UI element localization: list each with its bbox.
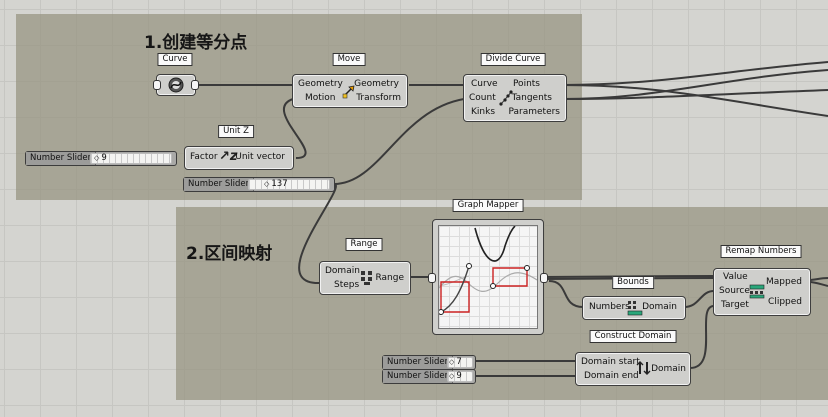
construct-domain-icon <box>636 361 651 375</box>
curve-label: Curve <box>157 53 193 66</box>
graph-mapper-label: Graph Mapper <box>452 199 524 212</box>
divide-curve-label: Divide Curve <box>480 53 546 66</box>
graph-handle <box>439 309 444 315</box>
output-grip[interactable] <box>540 273 548 283</box>
move-label: Move <box>332 53 366 66</box>
unit-z-input-factor[interactable]: Factor <box>190 152 218 162</box>
divide-curve-icon <box>499 90 513 106</box>
slider-value[interactable]: 137 <box>264 178 287 191</box>
group-title: 2.区间映射 <box>186 244 273 264</box>
number-slider-end[interactable]: Number Slider 9 <box>382 369 476 384</box>
graph-handle <box>466 263 472 269</box>
slider-track[interactable] <box>90 153 172 164</box>
remap-input-source[interactable]: Source <box>719 286 750 296</box>
slider-track[interactable] <box>248 179 330 190</box>
wire <box>808 277 828 281</box>
slider-name: Number Slider <box>383 370 454 383</box>
graph-mapped-curve <box>440 265 470 313</box>
remap-icon <box>749 284 765 299</box>
wire <box>561 84 828 117</box>
wire <box>283 98 307 159</box>
construct-input-end[interactable]: Domain end <box>584 371 639 381</box>
graph-mapper-curves <box>439 226 537 315</box>
divide-output-parameters[interactable]: Parameters <box>508 107 560 117</box>
range-input-steps[interactable]: Steps <box>334 280 360 290</box>
wire <box>561 61 828 86</box>
slider-name: Number Slider <box>184 178 255 191</box>
divide-input-curve[interactable]: Curve <box>471 79 498 89</box>
remap-input-target[interactable]: Target <box>721 300 749 310</box>
wire <box>683 290 715 308</box>
move-icon <box>342 85 355 99</box>
unit-z-output-vector[interactable]: Unit vector <box>235 152 285 162</box>
remap-numbers-label: Remap Numbers <box>720 245 802 258</box>
remap-output-clipped[interactable]: Clipped <box>768 297 802 307</box>
graph-mapper-component[interactable] <box>428 219 548 335</box>
divide-input-kinks[interactable]: Kinks <box>471 107 496 117</box>
slider-name: Number Slider <box>383 356 454 369</box>
construct-input-start[interactable]: Domain start <box>581 357 640 367</box>
wire <box>298 183 337 285</box>
construct-output-domain[interactable]: Domain <box>651 364 686 374</box>
number-slider-start[interactable]: Number Slider 7 <box>382 355 476 370</box>
move-output-transform[interactable]: Transform <box>356 93 401 103</box>
number-slider-factor[interactable]: Number Slider 9 <box>25 151 177 166</box>
range-input-domain[interactable]: Domain <box>325 266 360 276</box>
graph-curve-sine <box>439 272 537 292</box>
curve-param-icon <box>168 77 184 93</box>
graph-handle <box>490 283 496 289</box>
divide-input-count[interactable]: Count <box>469 93 496 103</box>
range-component[interactable]: Domain Steps Range <box>319 261 411 295</box>
wire <box>808 281 828 287</box>
slider-value[interactable]: 9 <box>449 370 461 383</box>
unit-z-component[interactable]: Factor ↗z Unit vector <box>184 146 294 170</box>
graph-curve-parabola <box>474 226 516 262</box>
unit-z-icon: ↗z <box>219 149 238 164</box>
range-output-range[interactable]: Range <box>375 273 404 283</box>
input-grip[interactable] <box>153 80 161 90</box>
output-grip[interactable] <box>191 80 199 90</box>
range-icon <box>361 271 372 285</box>
construct-domain-label: Construct Domain <box>589 330 677 343</box>
move-component[interactable]: Geometry Motion Geometry Transform <box>292 74 408 108</box>
slider-name: Number Slider <box>26 152 97 165</box>
graph-handle-rect <box>440 281 470 313</box>
wire <box>333 98 465 185</box>
divide-output-tangents[interactable]: Tangents <box>511 93 552 103</box>
graph-handle <box>524 265 530 271</box>
bounds-output-domain[interactable]: Domain <box>642 302 677 312</box>
bounds-label: Bounds <box>612 276 654 289</box>
move-input-motion[interactable]: Motion <box>305 93 336 103</box>
wire <box>561 89 828 100</box>
graph-curve-ghost <box>439 275 470 287</box>
wire <box>689 305 715 369</box>
divide-output-points[interactable]: Points <box>512 79 540 89</box>
move-output-geometry[interactable]: Geometry <box>354 79 399 89</box>
input-grip[interactable] <box>428 273 436 283</box>
bounds-icon <box>627 301 643 316</box>
unit-z-label: Unit Z <box>218 125 254 138</box>
remap-numbers-component[interactable]: Value Source Target Mapped Clipped <box>713 268 811 316</box>
range-label: Range <box>345 238 383 251</box>
divide-curve-component[interactable]: Curve Count Kinks Points Tangents Parame… <box>463 74 567 122</box>
number-slider-count[interactable]: Number Slider 137 <box>183 177 335 192</box>
bounds-component[interactable]: Numbers Domain <box>582 296 686 320</box>
curve-param[interactable] <box>153 74 199 96</box>
remap-output-mapped[interactable]: Mapped <box>766 277 802 287</box>
group-title: 1.创建等分点 <box>144 33 248 53</box>
move-input-geometry[interactable]: Geometry <box>298 79 343 89</box>
remap-input-value[interactable]: Value <box>723 272 748 282</box>
graph-mapper-plot[interactable] <box>438 225 538 329</box>
bounds-input-numbers[interactable]: Numbers <box>589 302 630 312</box>
wire <box>548 280 584 308</box>
slider-value[interactable]: 9 <box>94 152 106 165</box>
construct-domain-component[interactable]: Domain start Domain end Domain <box>575 352 691 386</box>
slider-value[interactable]: 7 <box>449 356 461 369</box>
